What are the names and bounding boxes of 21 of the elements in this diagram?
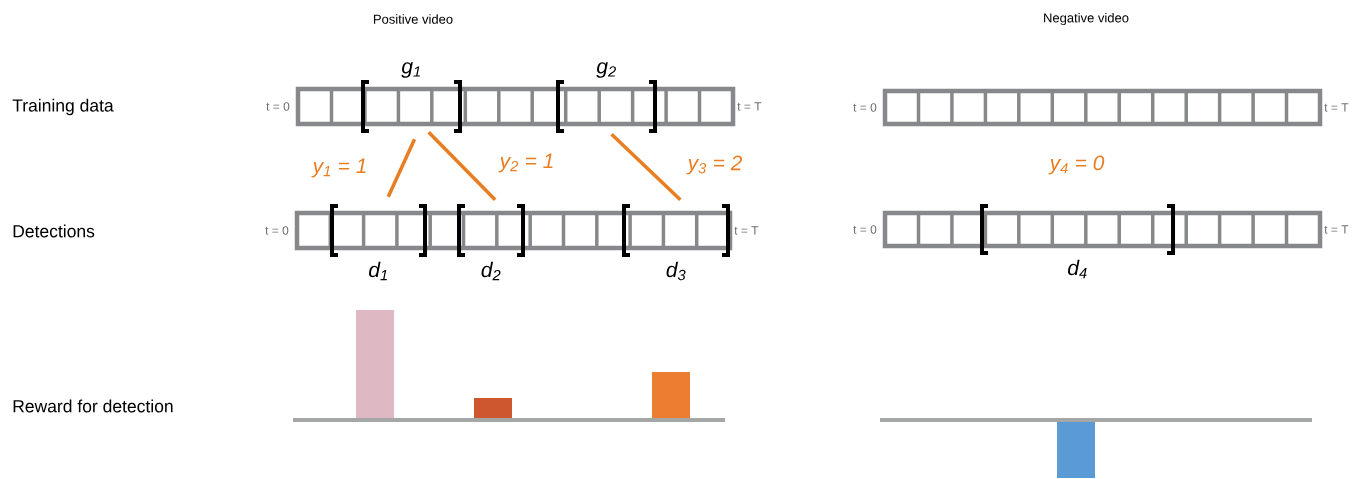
node-label: t = T: [1324, 103, 1349, 112]
column-heading: Positive video: [373, 14, 453, 24]
edge-label: y$_{2}$ = 1: [498, 153, 553, 173]
column-heading: Negative video: [1044, 12, 1129, 26]
row-label: Reward for detection: [13, 399, 173, 413]
row-label: Detections: [13, 224, 95, 238]
node-label: t = 0: [266, 102, 290, 111]
row-label: Training data: [12, 98, 114, 116]
connector-line: [610, 132, 682, 202]
node-label: t = 0: [853, 103, 877, 112]
node-label: t = T: [737, 102, 762, 111]
node-label: t = 0: [265, 226, 289, 235]
connector-line: [427, 130, 497, 202]
node-label: t = 0: [853, 225, 877, 234]
edge-label: y$_{1}$ = 1: [311, 158, 366, 178]
count-label: y$_{4}$ = 0: [1048, 155, 1105, 175]
connector-line: [386, 138, 417, 198]
timeline-strip: t = 0 t = T: [853, 88, 1349, 127]
node-label: t = T: [1324, 225, 1349, 234]
edge-label: y$_{3}$ = 2: [686, 155, 743, 175]
node-label: t = T: [734, 226, 759, 235]
